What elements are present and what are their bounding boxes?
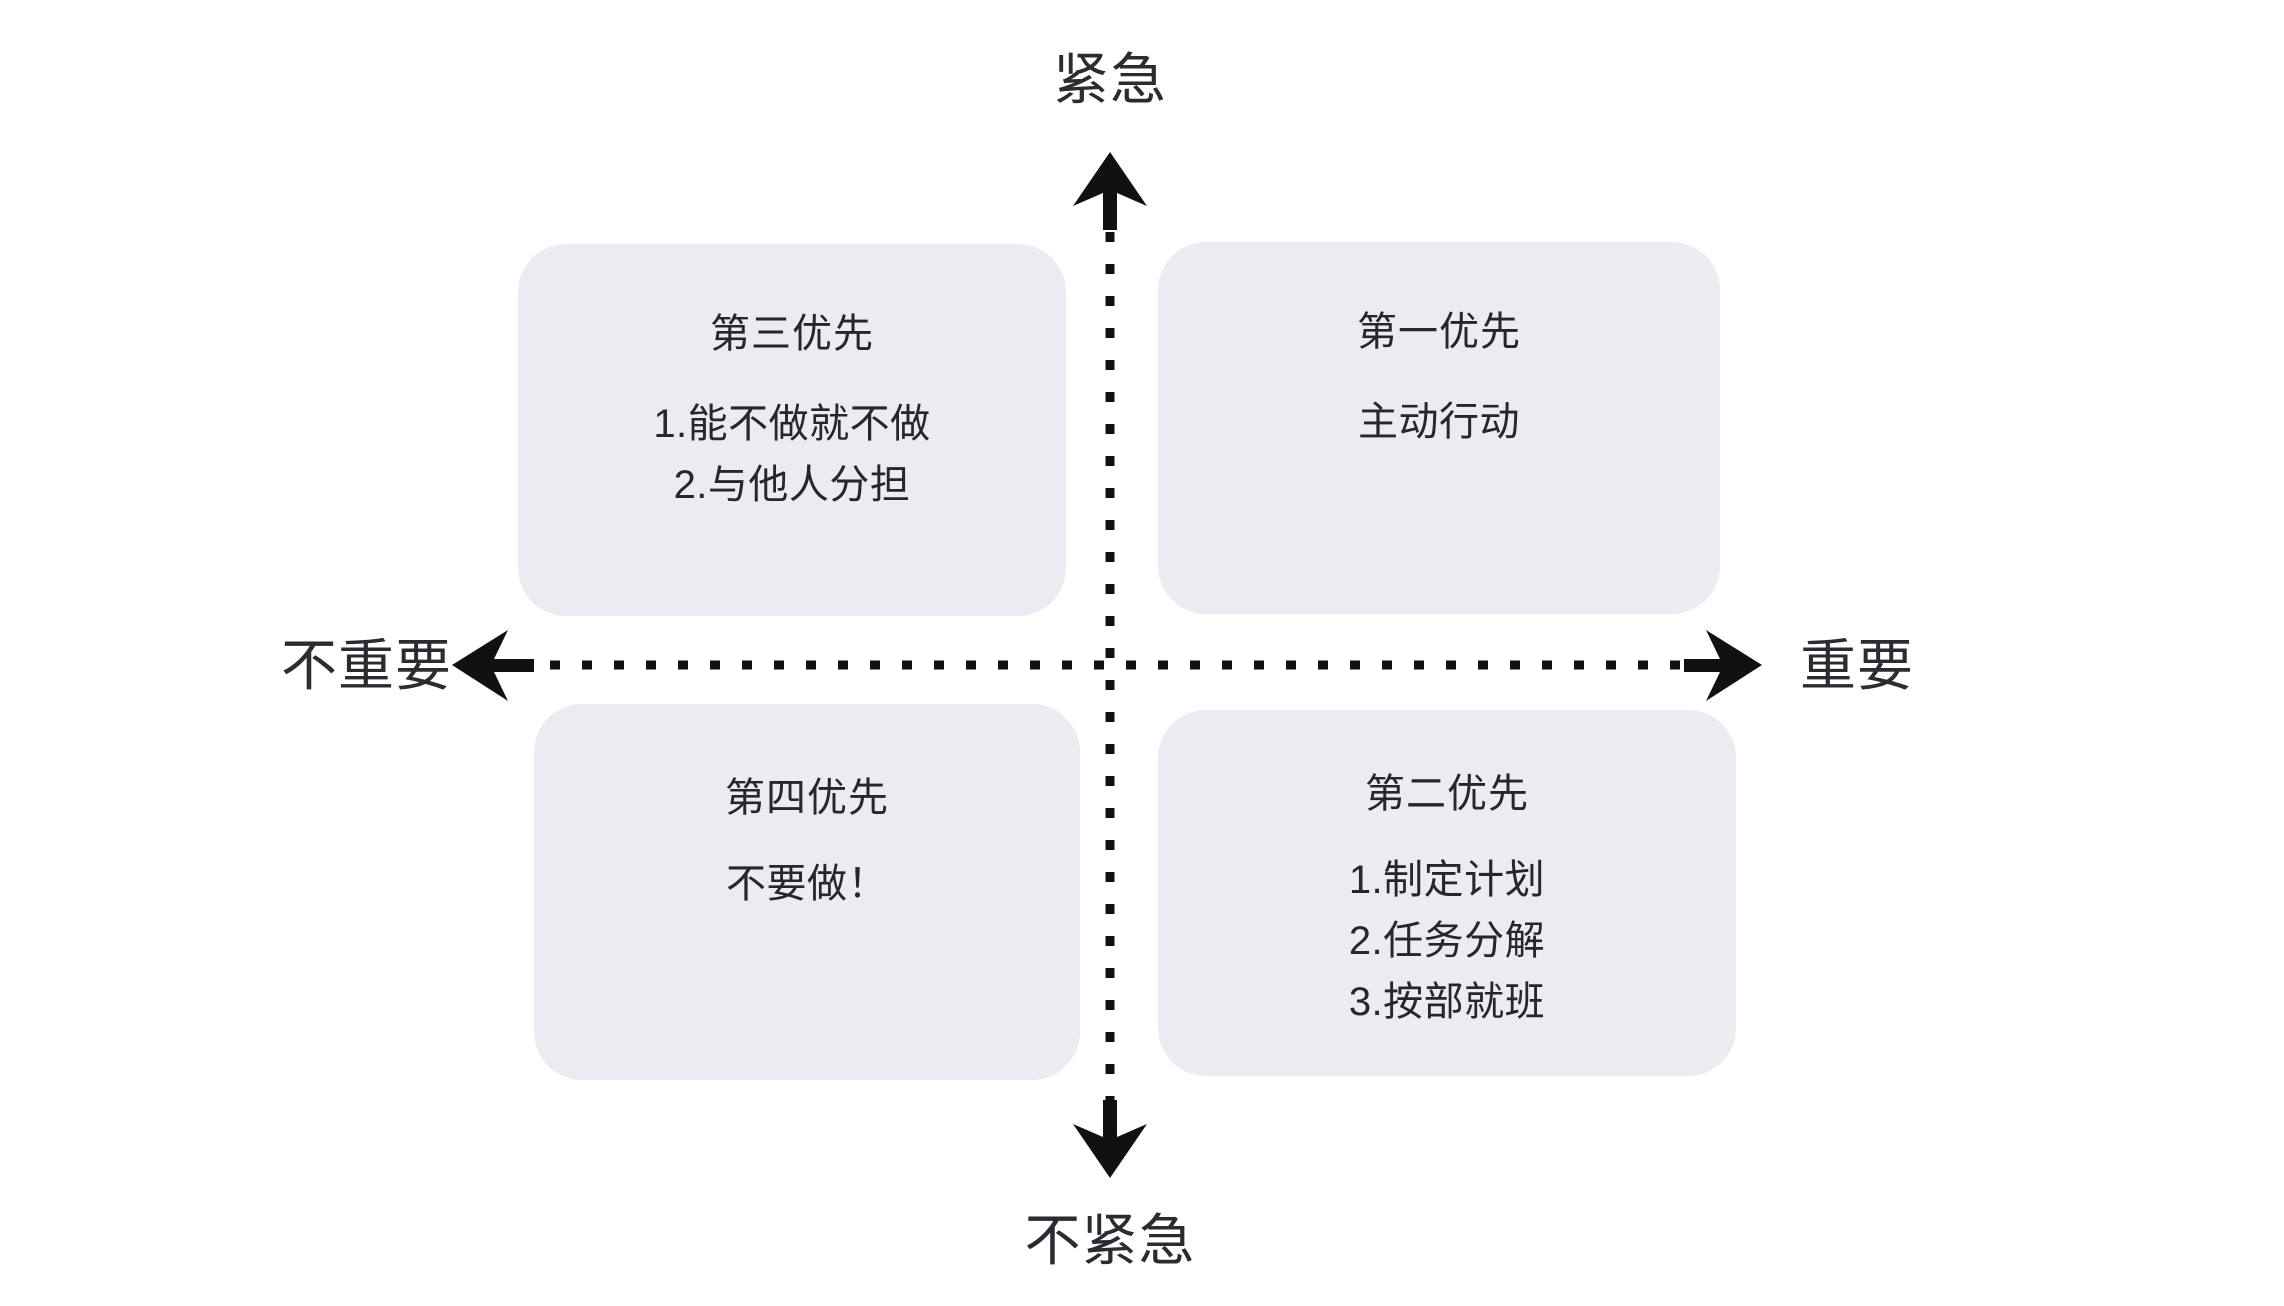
quadrant-body: 不要做！ <box>726 854 888 915</box>
quadrant-line: 主动行动 <box>1358 400 1520 444</box>
quadrant-card-top-right: 第一优先 主动行动 <box>1158 242 1720 614</box>
quadrant-line: 1.制定计划 <box>1348 858 1546 902</box>
arrow-down-icon <box>1073 1100 1147 1178</box>
arrow-up-icon <box>1073 152 1147 230</box>
axis-label-urgent: 紧急 <box>1053 48 1167 111</box>
quadrant-line: 3.按部就班 <box>1348 979 1546 1024</box>
quadrant-title: 第一优先 <box>1357 310 1521 354</box>
axis-label-not-urgent: 不紧急 <box>1024 1209 1196 1272</box>
quadrant-line: 2.与他人分担 <box>673 462 911 507</box>
quadrant-body: 1.制定计划 2.任务分解 3.按部就班 <box>1349 850 1545 1032</box>
axis-label-not-important: 不重要 <box>281 634 452 697</box>
arrow-right-icon <box>1684 630 1762 701</box>
quadrant-card-bottom-right: 第二优先 1.制定计划 2.任务分解 3.按部就班 <box>1158 710 1736 1076</box>
quadrant-line: 不要做！ <box>726 862 888 906</box>
arrow-left-icon <box>452 630 534 701</box>
quadrant-line: 2.任务分解 <box>1348 918 1546 963</box>
axis-label-important: 重要 <box>1800 634 1914 697</box>
quadrant-card-bottom-left: 第四优先 不要做！ <box>534 704 1080 1080</box>
quadrant-line: 1.能不做就不做 <box>653 402 931 446</box>
quadrant-title: 第四优先 <box>725 776 889 820</box>
quadrant-title: 第三优先 <box>710 312 874 356</box>
quadrant-body: 主动行动 <box>1358 392 1520 453</box>
quadrant-body: 1.能不做就不做 2.与他人分担 <box>653 394 930 516</box>
quadrant-title: 第二优先 <box>1365 772 1529 816</box>
quadrant-card-top-left: 第三优先 1.能不做就不做 2.与他人分担 <box>518 244 1066 616</box>
